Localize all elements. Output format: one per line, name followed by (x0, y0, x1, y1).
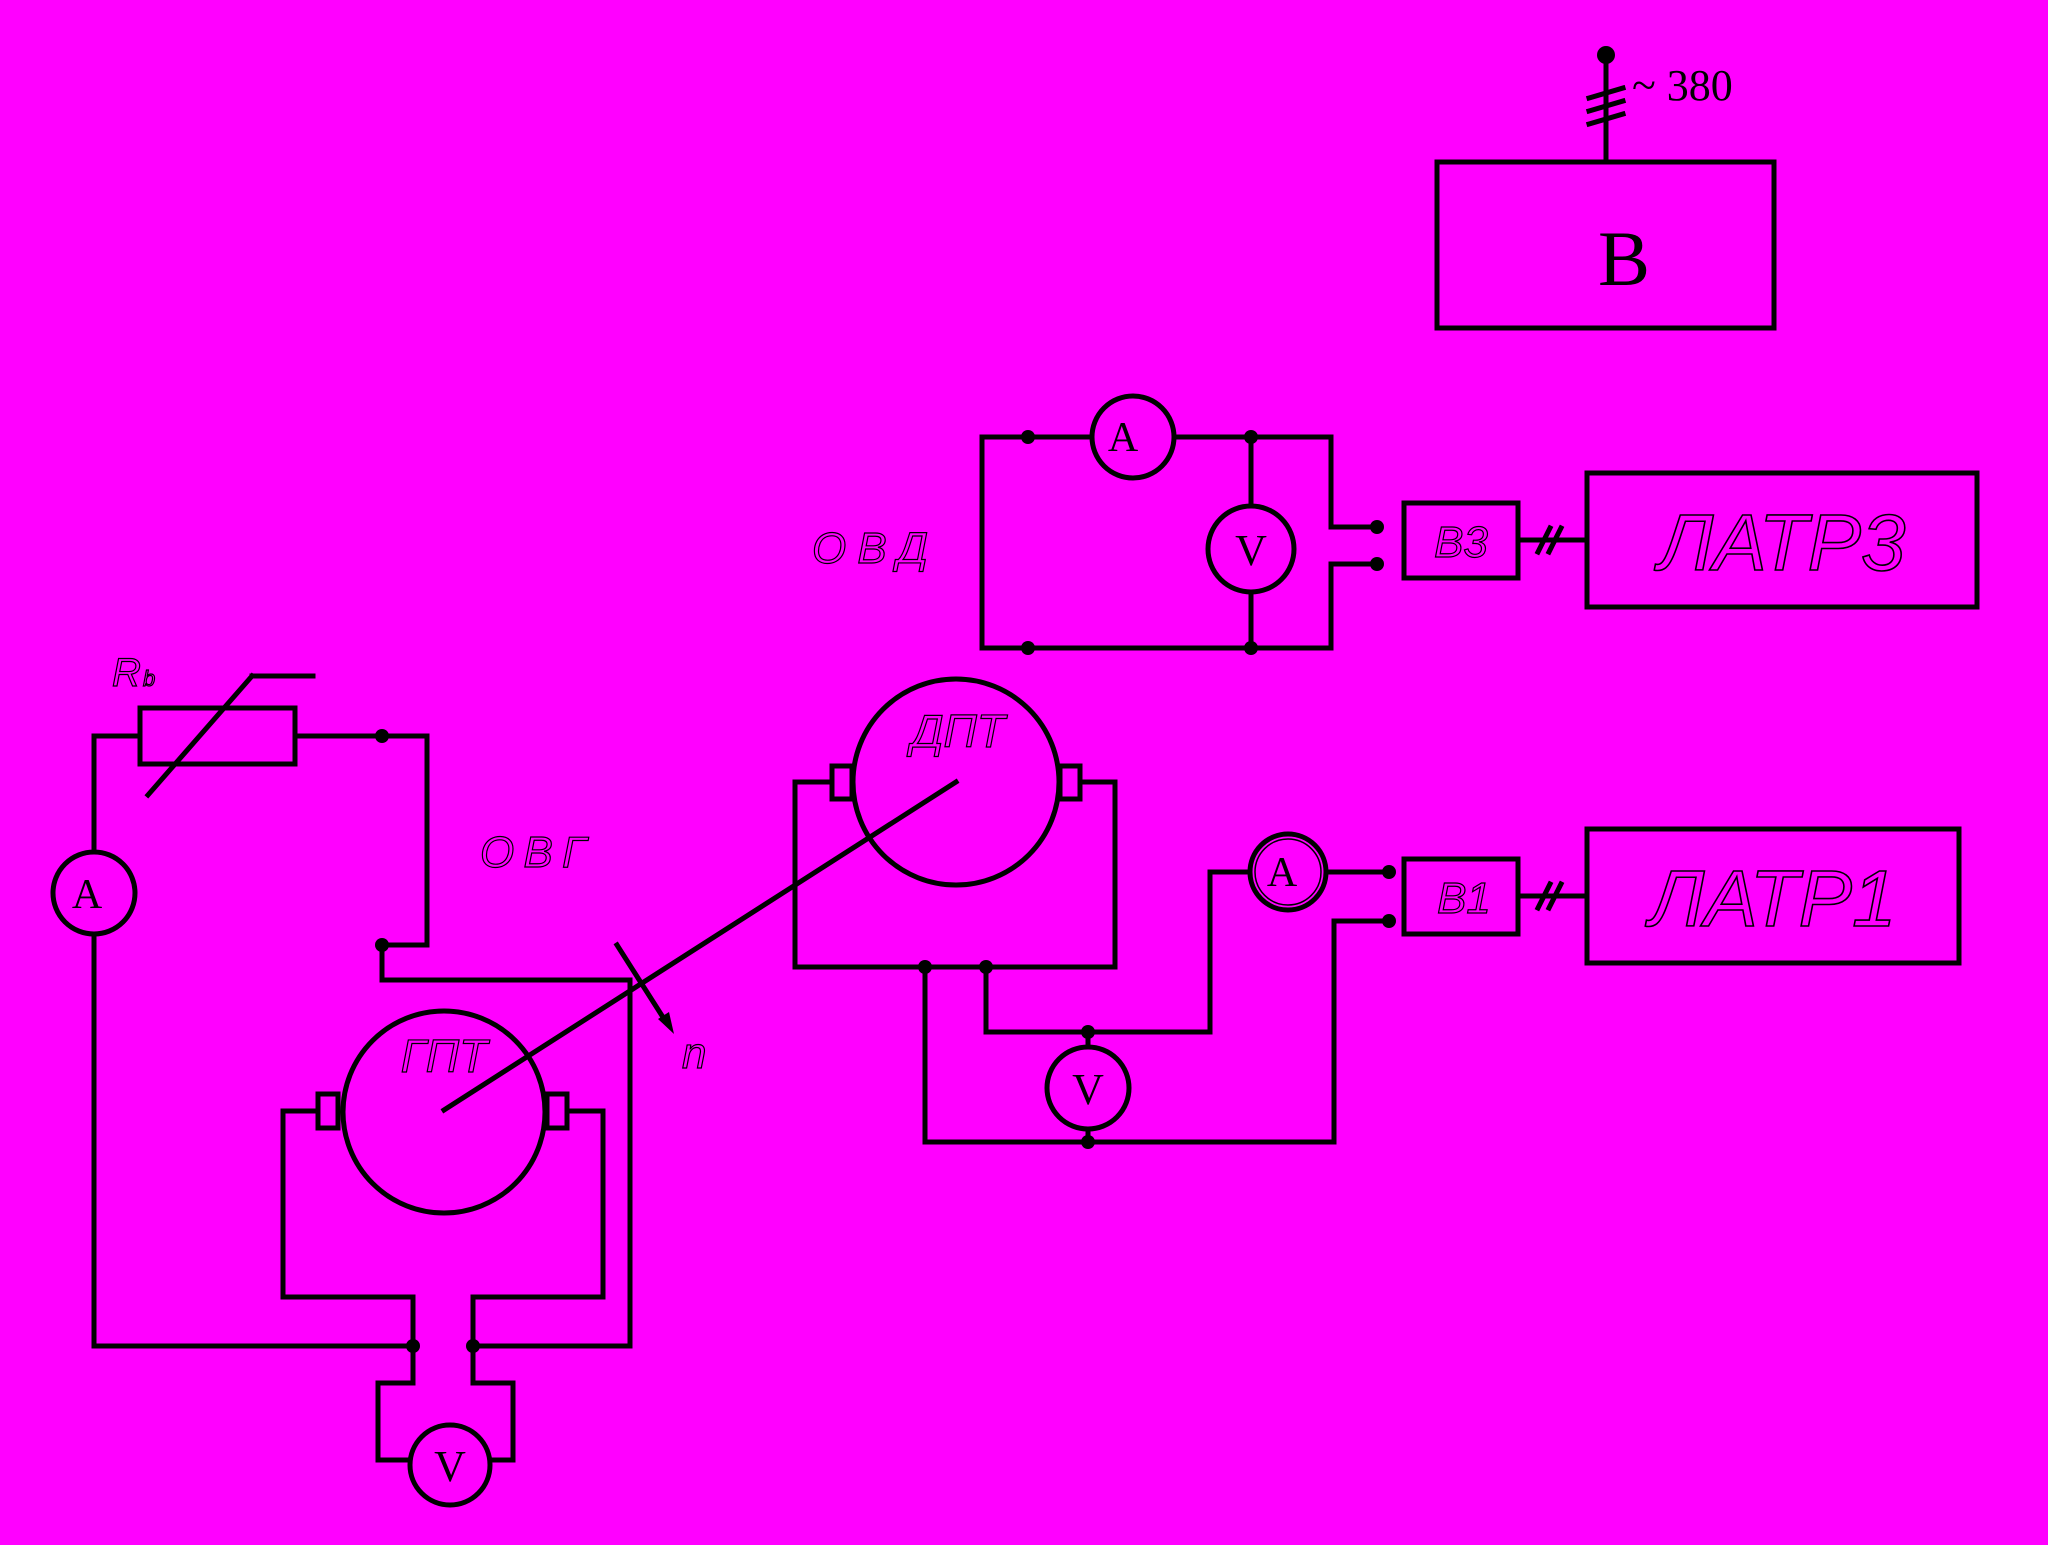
rheostat-subscript: b (143, 666, 155, 691)
latr1-label: ЛАТР1 (1645, 854, 1897, 943)
ammeter-ovg: A (50, 849, 138, 937)
rectifier-label: B (1598, 215, 1650, 302)
supply-label: ~ 380 (1632, 61, 1733, 110)
svg-text:A: A (1108, 415, 1139, 461)
ovd-label: ОВД (812, 524, 928, 573)
shaft: n (440, 778, 960, 1114)
svg-text:A: A (72, 872, 103, 918)
latr3-block (1584, 470, 1980, 610)
latr3-label: ЛАТР3 (1654, 498, 1906, 587)
voltmeter-dpt: V (1044, 1044, 1132, 1132)
gpt-label: ГПТ (401, 1030, 490, 1082)
supply-group: ~ 380 B (1434, 46, 1777, 331)
gpt-generator: ГПТ (315, 1008, 570, 1216)
svg-text:V: V (1072, 1065, 1104, 1114)
voltmeter-gpt: V (407, 1422, 493, 1508)
b1-label: B1 (1437, 874, 1491, 923)
rheostat-label: R (112, 651, 141, 695)
b3-label: B3 (1434, 518, 1488, 567)
three-phase-mark (1585, 84, 1627, 128)
voltmeter-ovd: V (1205, 503, 1297, 595)
shaft-speed-label: n (682, 1029, 706, 1078)
latr1-block (1584, 826, 1962, 966)
ovg-circuit: R b A ОВГ (50, 650, 633, 1349)
supply-terminal (1597, 46, 1615, 64)
ovd-circuit: A V ОВД B3 ЛАТР3 (811, 393, 1980, 655)
ammeter-dpt: A (1247, 831, 1329, 913)
gpt-armature-circuit: V (280, 1108, 606, 1508)
dpt-label: ДПТ (906, 705, 1008, 757)
svg-text:V: V (1235, 526, 1267, 575)
svg-text:A: A (1267, 850, 1298, 896)
rheostat: R b (111, 650, 316, 799)
dpt-motor: ДПТ (829, 676, 1083, 888)
ovg-label: ОВГ (480, 828, 589, 877)
dpt-armature-circuit: A V B1 ЛАТР1 (792, 779, 1962, 1149)
rectifier-block (1434, 159, 1777, 331)
ammeter-ovd: A (1089, 393, 1177, 481)
svg-text:V: V (434, 1442, 466, 1491)
